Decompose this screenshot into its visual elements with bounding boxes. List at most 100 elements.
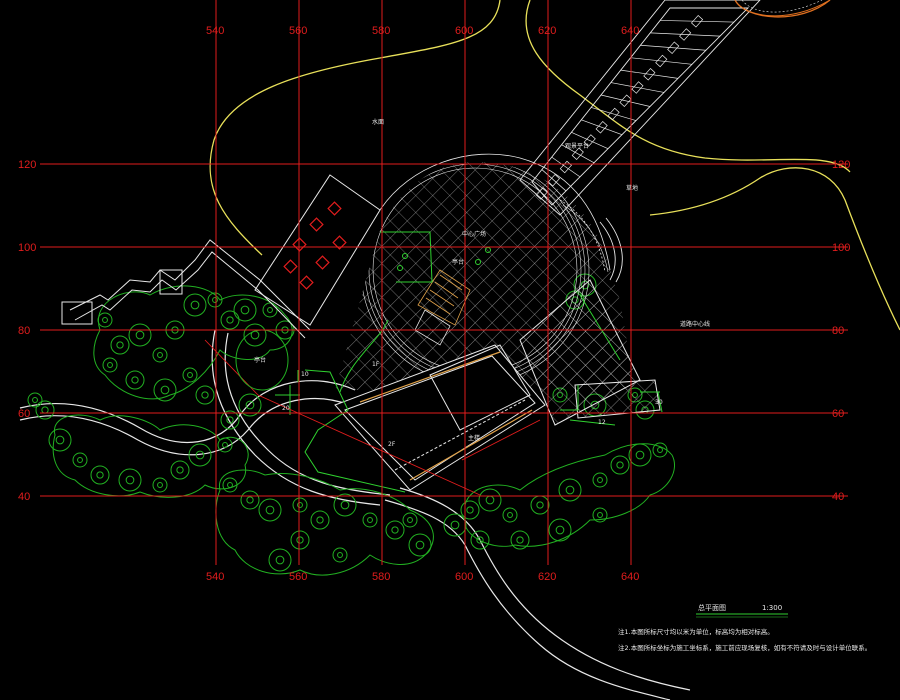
stair-block	[691, 15, 704, 28]
west-building	[254, 174, 381, 326]
tree-group-outline	[93, 285, 293, 400]
stair-step	[571, 131, 609, 150]
title-block: 总平面图 1:300 注1.本图所标尺寸均以米为单位，标高均为相对标高。 注2.…	[618, 603, 871, 652]
stair-step	[600, 94, 651, 107]
label-pond: 亭台	[254, 356, 266, 364]
tree	[478, 488, 502, 512]
tree	[332, 547, 348, 563]
tree	[238, 393, 262, 417]
label-east-area: 草地	[626, 184, 638, 192]
tree	[72, 452, 88, 468]
stair-block	[667, 41, 680, 54]
tree	[610, 455, 630, 475]
note-1: 注1.本图所标尺寸均以米为单位，标高均为相对标高。	[618, 627, 774, 636]
tree	[470, 530, 490, 550]
tree	[182, 367, 198, 383]
tree	[362, 512, 378, 528]
stair-step	[650, 32, 721, 37]
stair-block	[535, 187, 549, 200]
label-main-building: 主楼	[468, 434, 480, 442]
tree-group-outline	[52, 414, 249, 498]
label-deck: 观景平台	[565, 142, 589, 150]
bridge-stairs	[519, 0, 761, 283]
tree	[153, 378, 177, 402]
grid-label-x-bottom: 600	[455, 571, 473, 583]
stair-block	[595, 121, 608, 134]
grid-label-x-top: 540	[206, 25, 224, 37]
section-line	[257, 394, 481, 496]
tree	[628, 443, 652, 467]
grid-label-y-left: 60	[18, 408, 30, 420]
stair-block	[607, 107, 620, 121]
tree	[27, 392, 43, 408]
drawing-labels: 水面 中心广场 亭台 观景平台 主楼 1F 2F 草地 道路中心线 亭台 20 …	[254, 118, 710, 448]
label-road-note: 道路中心线	[680, 320, 710, 328]
tree	[333, 493, 357, 517]
grid-label-x-top: 560	[289, 25, 307, 37]
grid-label-y-right: 120	[832, 159, 850, 171]
grid-label-x-bottom: 620	[538, 571, 556, 583]
stair-block	[619, 94, 632, 107]
grid-label-y-left: 40	[18, 491, 30, 503]
dim-c: 12	[598, 419, 606, 426]
tree	[183, 293, 207, 317]
stair-step	[531, 181, 553, 206]
grid-label-x-top: 620	[538, 25, 556, 37]
stair-block	[631, 81, 644, 94]
tree	[220, 310, 240, 330]
tree-group-outline	[464, 443, 675, 547]
tree	[152, 347, 168, 363]
stair-step	[610, 82, 665, 93]
tree	[460, 500, 480, 520]
grid-label-x-bottom: 540	[206, 571, 224, 583]
ne-terrace	[734, 0, 831, 17]
stair-step	[640, 44, 707, 51]
stair-block	[559, 160, 572, 174]
stair-block	[571, 147, 584, 160]
golden-pavilion	[414, 269, 471, 346]
tree	[170, 460, 190, 480]
stair-block	[655, 54, 668, 68]
tree	[233, 298, 257, 322]
tree	[408, 533, 432, 557]
tree	[220, 410, 240, 430]
stair-step	[551, 156, 581, 178]
tree	[385, 520, 405, 540]
label-north-area: 水面	[372, 118, 384, 126]
label-pavilion: 亭台	[452, 258, 464, 266]
grid-label-y-left: 80	[18, 325, 30, 337]
tree	[222, 477, 238, 493]
tree-group-outline	[215, 469, 434, 576]
grid-label-y-right: 60	[832, 408, 844, 420]
stair-step	[561, 144, 595, 164]
tree	[592, 507, 608, 523]
stair-block	[643, 68, 656, 81]
label-floor-2: 2F	[388, 441, 396, 448]
stair-block	[679, 28, 692, 41]
tree	[592, 472, 608, 488]
tree	[240, 490, 260, 510]
note-2: 注2.本图所标坐标为施工坐标系，施工前应现场复核，如有不符请及时与设计单位联系。	[618, 643, 871, 652]
tree	[48, 428, 72, 452]
stepped-wall	[61, 239, 311, 339]
tree	[97, 312, 113, 328]
grid-label-x-bottom: 640	[621, 571, 639, 583]
tree-clusters	[27, 273, 675, 576]
tree	[268, 548, 292, 572]
label-plaza: 中心广场	[462, 230, 486, 238]
tree	[510, 530, 530, 550]
tree	[90, 465, 110, 485]
tree	[292, 497, 308, 513]
tree	[152, 477, 168, 493]
tree	[125, 370, 145, 390]
tree	[102, 357, 118, 373]
tree	[548, 518, 572, 542]
tree	[530, 495, 550, 515]
dim-b: 10	[301, 371, 309, 378]
tree	[195, 385, 215, 405]
tree	[310, 510, 330, 530]
grid-label-x-top: 580	[372, 25, 390, 37]
grid-label-y-right: 80	[832, 325, 844, 337]
dim-a: 20	[282, 405, 290, 412]
